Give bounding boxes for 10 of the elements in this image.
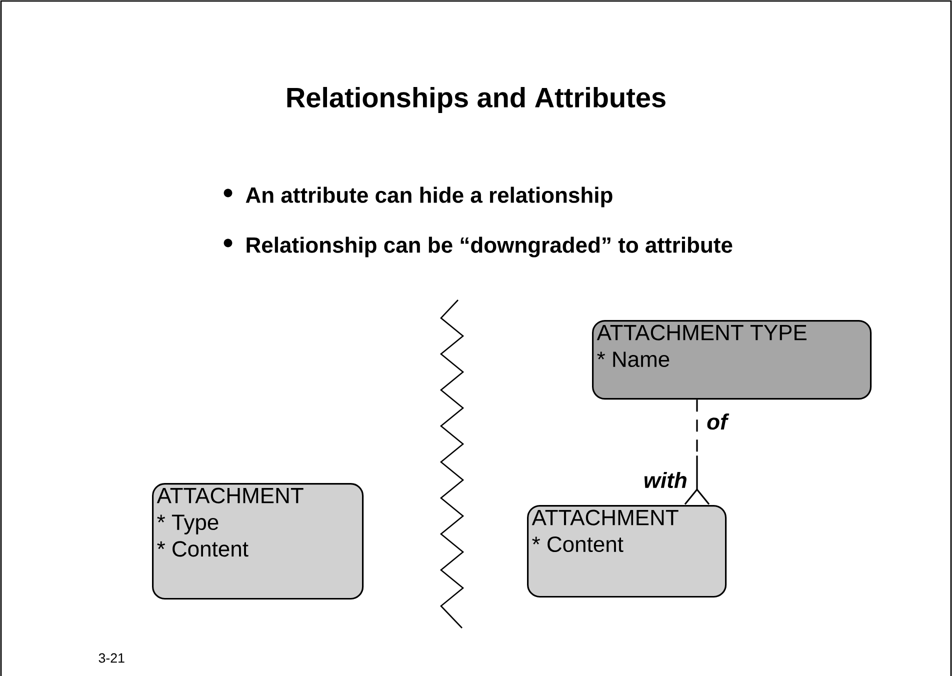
bullet-text: An attribute can hide a relationship (246, 186, 612, 208)
entity-box: ATTACHMENT TYPE * Name (592, 320, 872, 400)
entity-box: ATTACHMENT * Type * Content (152, 483, 364, 600)
page-number: 3-21 (98, 653, 124, 663)
entity-box: ATTACHMENT * Content (527, 505, 727, 598)
bullet-text: Relationship can be “downgraded” to attribute (246, 236, 732, 258)
relationship-name: with (644, 472, 686, 488)
edge-label: of (707, 414, 730, 430)
title: Relationships and Attributes (287, 86, 666, 114)
relationship-line (684, 400, 710, 505)
